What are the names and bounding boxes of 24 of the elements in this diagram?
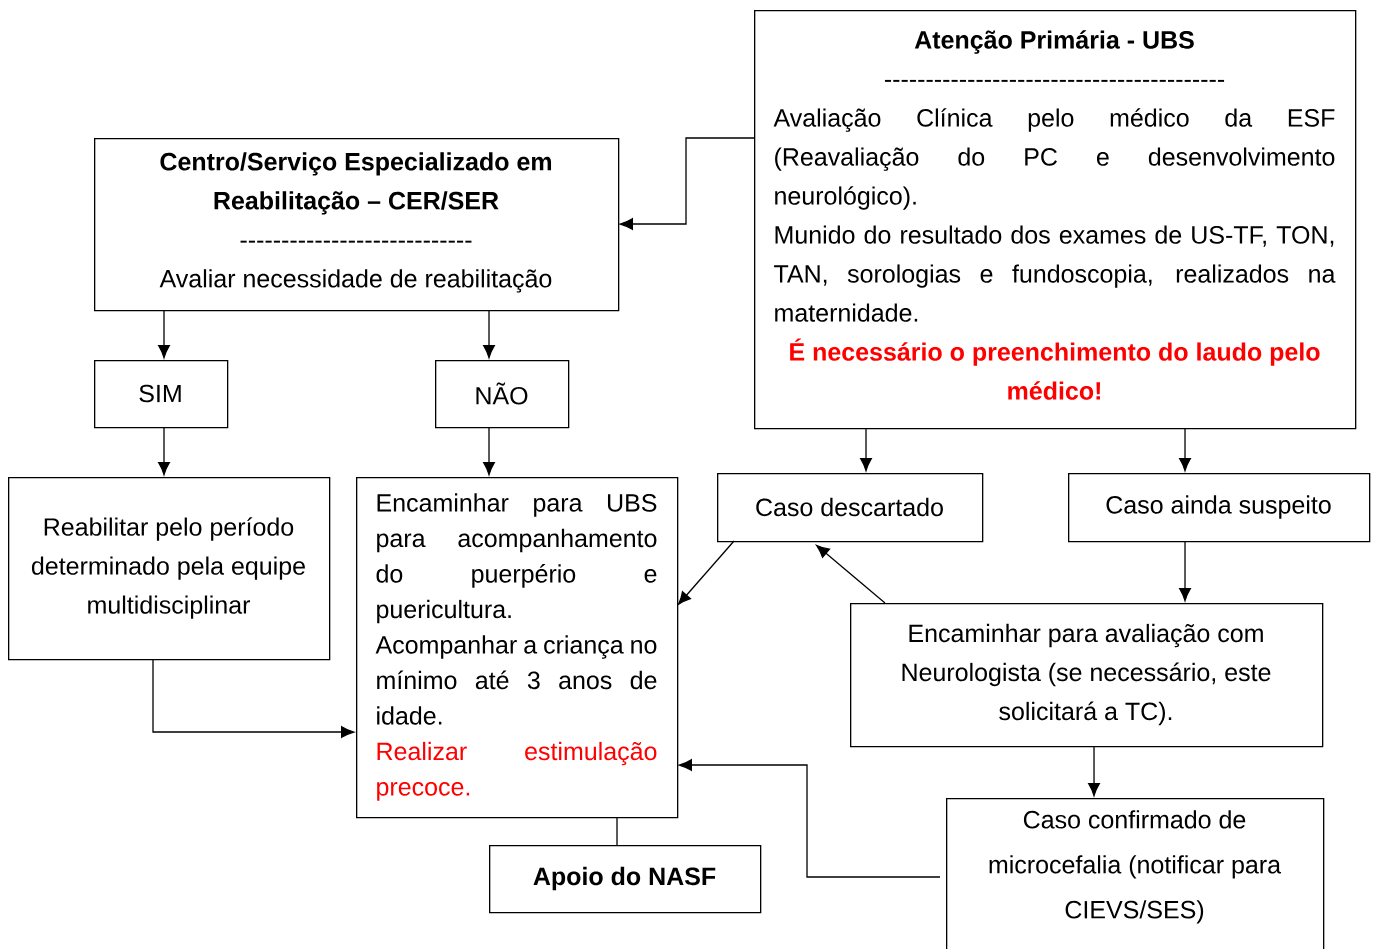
arrow bbox=[483, 309, 495, 359]
outcome-box: Caso ainda suspeito bbox=[1068, 473, 1371, 543]
arrow bbox=[816, 544, 886, 604]
answer-box: SIM bbox=[94, 360, 229, 429]
arrow bbox=[1179, 427, 1191, 472]
process-box: Atenção Primária - UBS ----------------------------------------- Avaliação Clínica pelo médico da ESF (Reavaliação do PC e desenvolvimento neurológico). Munido do resultado dos exames de US-TF, TON, TAN, sorologias e fundoscopia, realizados na maternidade. É necessário o preenchimento do laudo pelo médico! bbox=[754, 10, 1357, 430]
process-box: Encaminhar para UBS para acompanhamento do puerpério e puericultura. Acompanhar a criança no mínimo até 3 anos de idade. Realizar estimulação precoce. bbox=[356, 477, 679, 819]
arrow bbox=[158, 309, 170, 359]
arrow bbox=[678, 759, 941, 878]
answer-box: NÃO bbox=[435, 360, 570, 429]
process-box: Apoio do NASF bbox=[489, 845, 762, 914]
process-box: Encaminhar para avaliação com Neurologista (se necessário, este solicitará a TC). bbox=[850, 603, 1324, 748]
arrow bbox=[1088, 745, 1100, 797]
arrow bbox=[677, 540, 735, 605]
arrow bbox=[158, 426, 170, 476]
outcome-box: Caso descartado bbox=[717, 473, 984, 543]
process-box: Centro/Serviço Especializado em Reabilitação – CER/SER ---------------------------- Avaliar necessidade de reabilitação bbox=[94, 138, 620, 312]
arrow bbox=[860, 427, 872, 472]
arrow bbox=[1179, 540, 1191, 602]
arrow bbox=[619, 137, 755, 230]
outcome-box: Caso confirmado de microcefalia (notificar para CIEVS/SES) bbox=[946, 798, 1325, 949]
process-box: Reabilitar pelo período determinado pela equipe multidisciplinar bbox=[8, 477, 331, 661]
arrow bbox=[483, 426, 495, 476]
arrow bbox=[152, 658, 355, 738]
